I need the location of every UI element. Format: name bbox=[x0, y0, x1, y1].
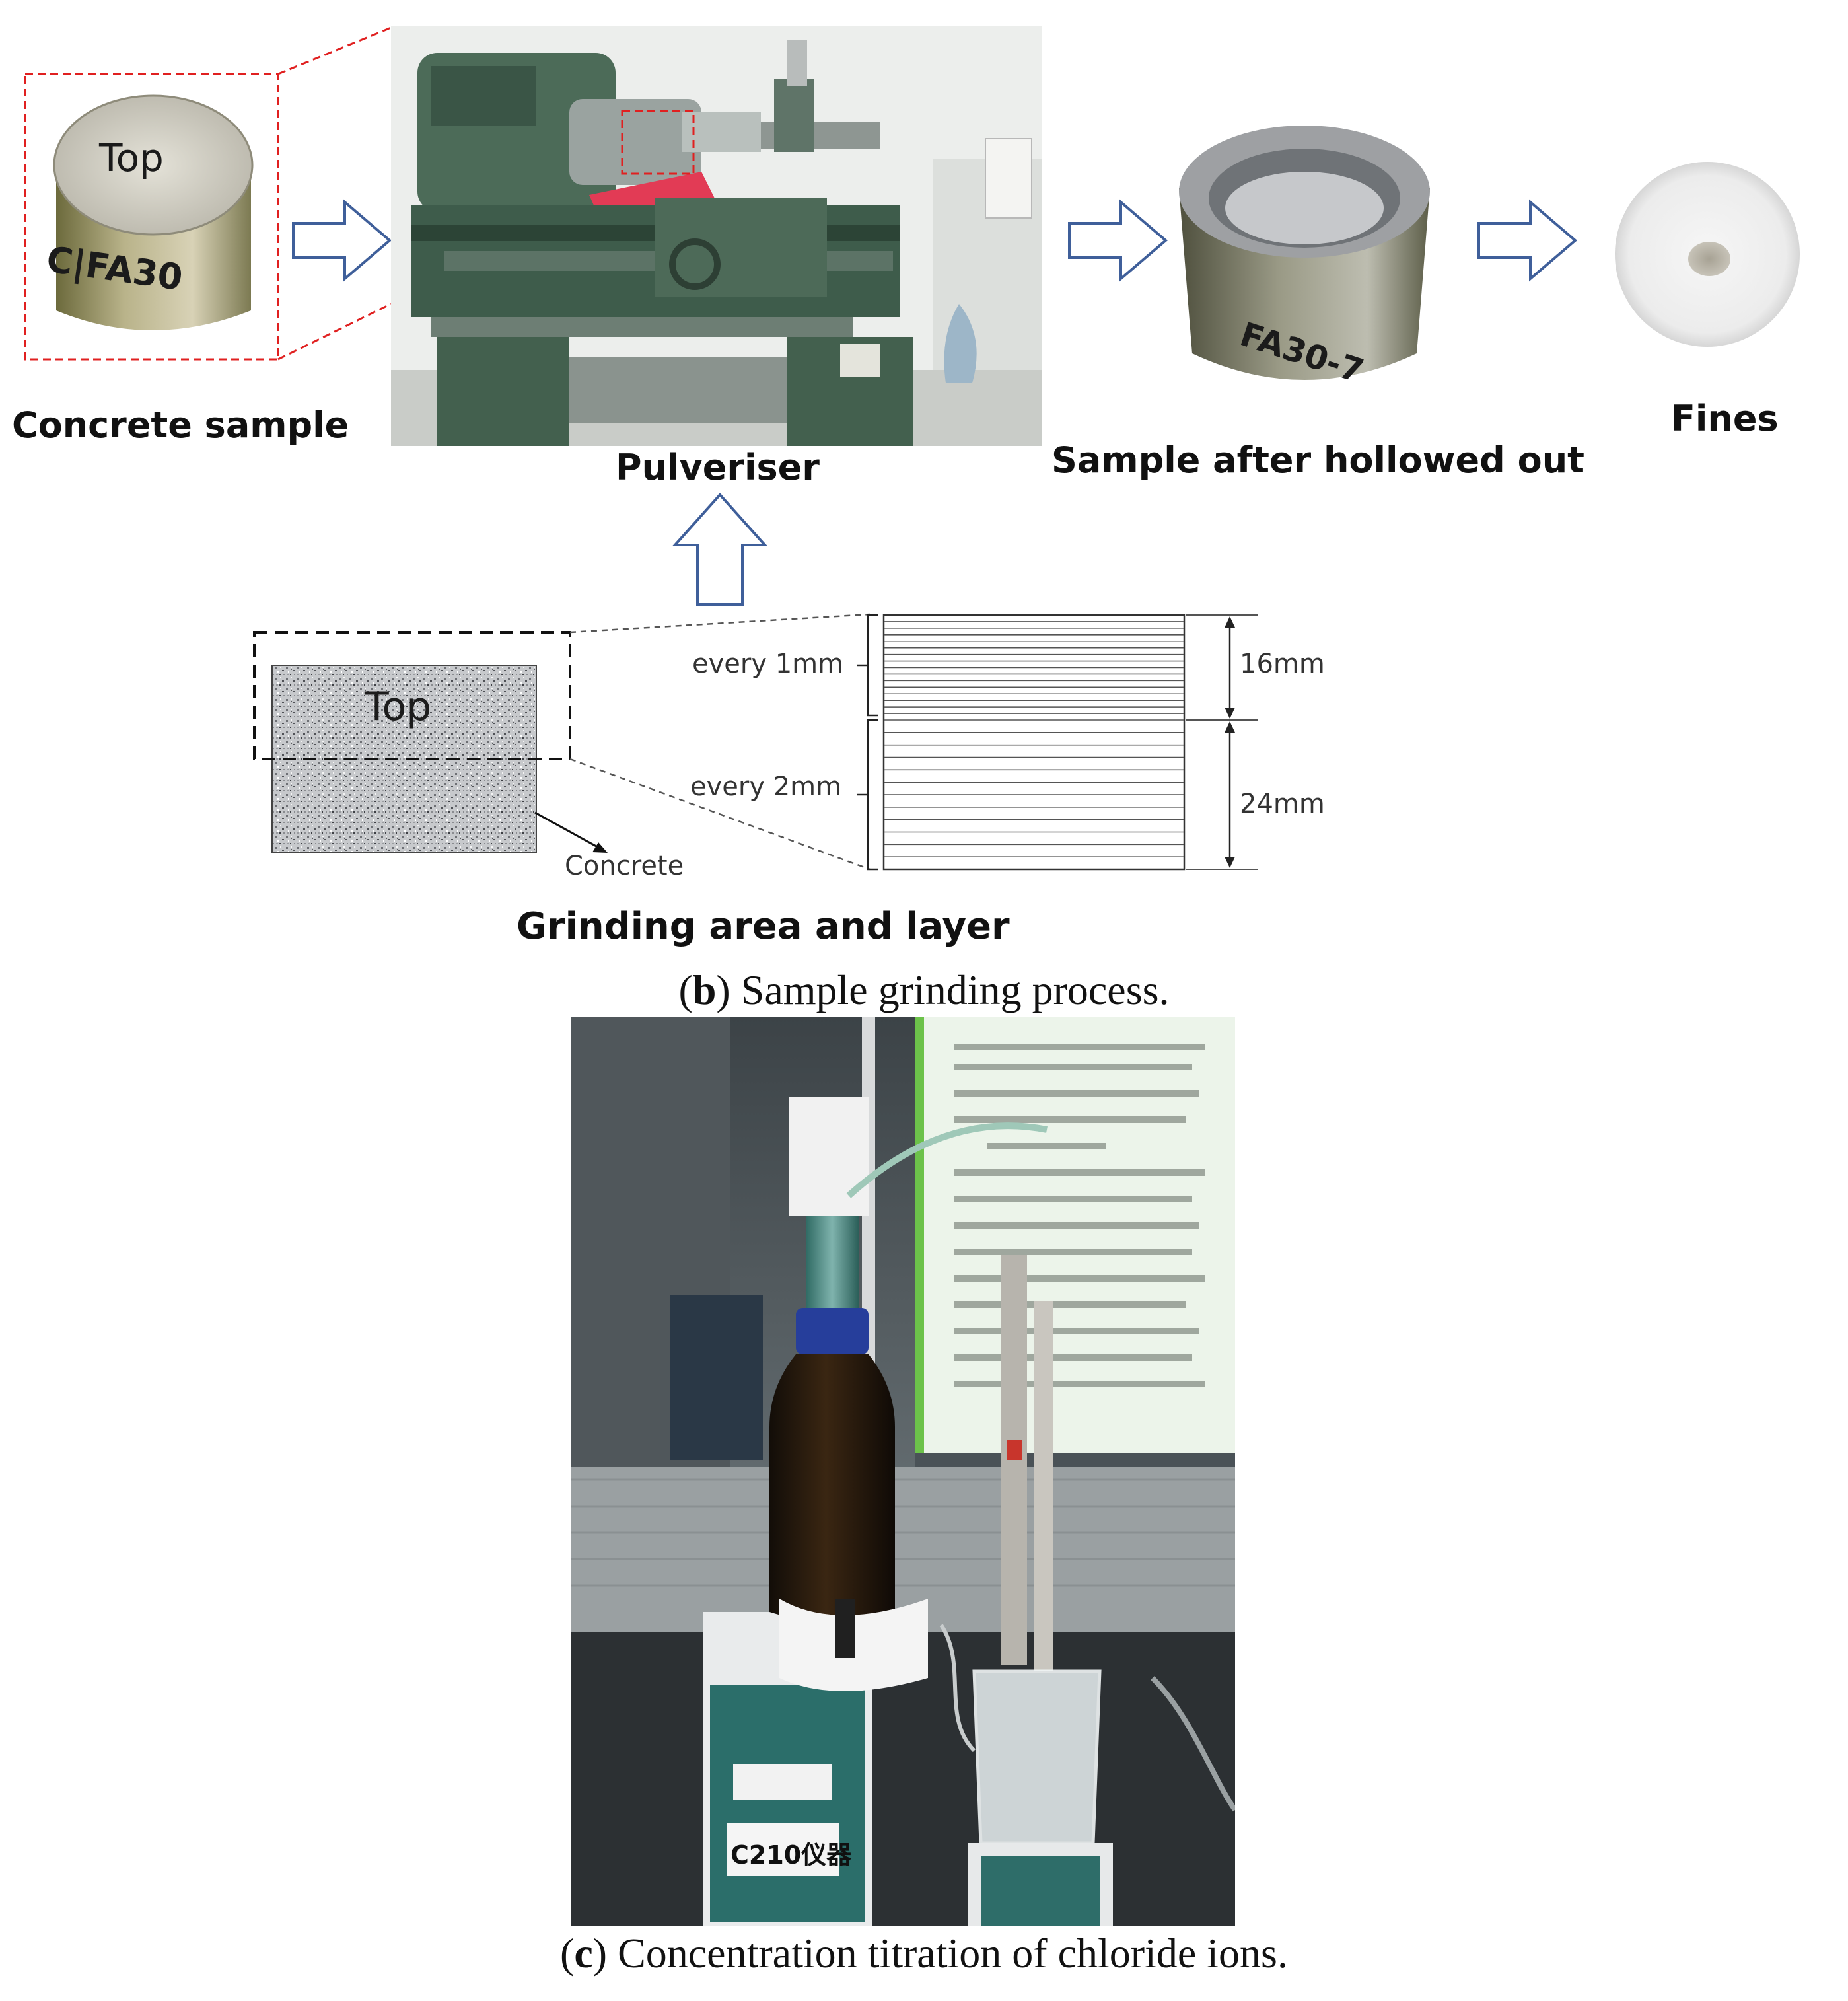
layer-lines bbox=[884, 621, 1184, 857]
dim-24mm-label: 24mm bbox=[1240, 789, 1325, 819]
grinding-diagram bbox=[253, 613, 1258, 871]
caption-c: (c) Concentration titration of chloride … bbox=[560, 1930, 1288, 1977]
dim-16mm-label: 16mm bbox=[1240, 649, 1325, 679]
concrete-sample-label: Concrete sample bbox=[12, 404, 349, 446]
every-1mm-label: every 1mm bbox=[692, 649, 844, 679]
grinding-area-label: Grinding area and layer bbox=[516, 905, 1010, 948]
right-arrow-icon bbox=[1068, 199, 1168, 282]
concrete-sample-photo bbox=[26, 73, 281, 360]
sample-top-text: Top bbox=[99, 135, 164, 180]
caption-b-text: ) Sample grinding process. bbox=[716, 966, 1170, 1013]
pulveriser-photo bbox=[391, 26, 1042, 446]
diagram-top-label: Top bbox=[365, 684, 432, 730]
up-arrow-icon bbox=[672, 493, 768, 606]
right-arrow-icon bbox=[292, 199, 392, 282]
caption-b: (b) Sample grinding process. bbox=[678, 966, 1170, 1013]
sample-after-label: Sample after hollowed out bbox=[1051, 439, 1584, 481]
caption-c-letter: c bbox=[574, 1930, 593, 1977]
hollowed-sample-photo bbox=[1166, 116, 1443, 400]
sample-dashed-box bbox=[24, 26, 392, 361]
instrument-label: C210仪器 bbox=[730, 1840, 852, 1870]
caption-c-text: ) Concentration titration of chloride io… bbox=[592, 1930, 1288, 1977]
titration-photo bbox=[571, 1017, 1235, 1926]
right-arrow-icon bbox=[1477, 199, 1578, 282]
fines-photo bbox=[1612, 159, 1803, 350]
fines-label: Fines bbox=[1671, 398, 1779, 439]
every-2mm-label: every 2mm bbox=[690, 772, 842, 802]
pulveriser-red-box bbox=[621, 110, 695, 175]
pulveriser-label: Pulveriser bbox=[616, 447, 820, 488]
caption-b-letter: b bbox=[692, 966, 717, 1013]
concrete-label: Concrete bbox=[565, 851, 684, 881]
